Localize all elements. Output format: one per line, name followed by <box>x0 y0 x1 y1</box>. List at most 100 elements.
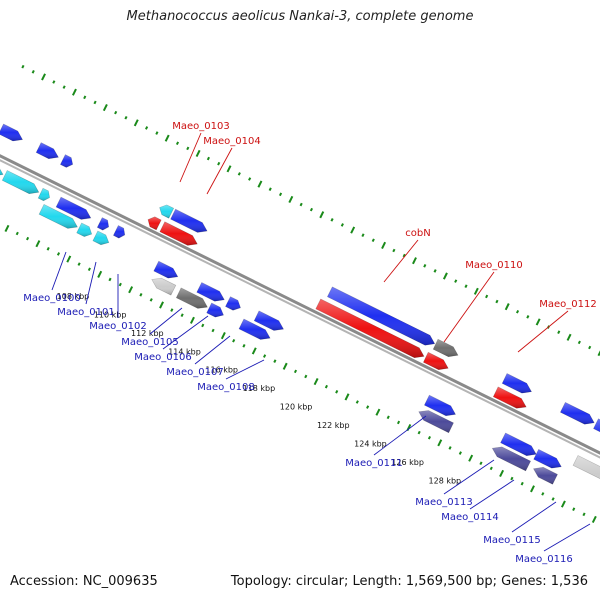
outer-ring-dot <box>464 284 468 289</box>
outer-ring-dot <box>526 315 530 319</box>
inner-ring-dot <box>26 236 30 241</box>
gene-label-leader <box>162 315 209 350</box>
gene-label[interactable]: cobN <box>405 228 430 239</box>
gene-arrow-shade <box>196 282 225 302</box>
gene-label[interactable]: Maeo_0101 <box>57 307 114 318</box>
scale-tick-label: 124 kbp <box>354 439 387 448</box>
scale-tick-label: 116 kbp <box>205 366 238 375</box>
gene-label-leader <box>206 147 233 195</box>
gene-label[interactable]: Maeo_0102 <box>89 321 146 332</box>
gene-label[interactable]: Maeo_0106 <box>134 352 191 363</box>
gene-label-leader <box>543 523 591 552</box>
inner-ring-dot <box>46 247 50 251</box>
outer-ring-dot <box>454 279 458 283</box>
inner-ring-dot <box>56 252 61 256</box>
gene-label[interactable]: Maeo_0111 <box>345 458 402 469</box>
outer-ring-dot <box>102 103 108 112</box>
map-title: Methanococcus aeolicus Nankai-3, complet… <box>126 9 474 24</box>
gene-label-leader <box>179 132 202 183</box>
outer-ring-dot <box>577 340 581 345</box>
gene-arrow-shade <box>151 278 176 296</box>
outer-ring-dot <box>566 333 572 341</box>
inner-ring-dot <box>335 389 339 394</box>
outer-ring-dot <box>237 172 241 176</box>
inner-ring-dot <box>77 262 81 266</box>
inner-ring-dot <box>128 286 134 294</box>
gene-label[interactable]: Maeo_0115 <box>483 535 540 546</box>
accession-text: Accession: NC_009635 <box>10 574 158 589</box>
outer-ring-dot <box>31 70 35 74</box>
outer-ring-dot <box>412 257 417 265</box>
gene-arrow-shade <box>225 296 241 311</box>
inner-ring-dot <box>489 466 493 471</box>
outer-ring-dot <box>340 223 344 227</box>
gene-arrow-shade <box>573 455 600 479</box>
scale-tick-label: 114 kbp <box>168 347 201 356</box>
outer-ring-dot <box>371 238 375 243</box>
inner-ring-dot <box>541 492 545 496</box>
outer-ring-dot <box>495 299 499 304</box>
gene-label[interactable]: Maeo_0110 <box>465 260 522 271</box>
outer-ring-dot <box>175 141 180 146</box>
outer-ring-dot <box>164 134 170 142</box>
outer-ring-dot <box>145 126 149 130</box>
inner-ring-dot <box>468 454 474 462</box>
gene-label[interactable]: Maeo_0113 <box>415 497 472 508</box>
inner-ring-dot <box>499 469 505 478</box>
backbone-line <box>0 154 600 455</box>
gene-arrow-shade <box>593 418 600 432</box>
gene-label[interactable]: Maeo_0100 <box>23 293 80 304</box>
backbone-line <box>0 159 600 459</box>
outer-ring-dot <box>114 110 118 115</box>
gene-label[interactable]: Maeo_0105 <box>121 337 178 348</box>
gene-label[interactable]: Maeo_0112 <box>539 299 596 310</box>
inner-ring-dot <box>273 359 277 363</box>
outer-ring-dot <box>535 318 541 326</box>
gene-arrow-shade <box>0 169 3 175</box>
inner-ring-dot <box>386 415 390 420</box>
outer-ring-dot <box>71 88 77 96</box>
inner-ring-dot <box>220 332 226 340</box>
inner-ring-dot <box>87 267 91 272</box>
inner-ring-dot <box>396 420 401 425</box>
inner-ring-dot <box>591 515 597 523</box>
outer-ring-dot <box>515 309 520 314</box>
gene-label[interactable]: Maeo_0116 <box>515 554 572 565</box>
outer-ring-dot <box>93 100 97 105</box>
gene-label-leader <box>225 359 265 380</box>
outer-ring-dot <box>350 226 356 234</box>
gene-label[interactable]: Maeo_0104 <box>203 136 260 147</box>
gene-label[interactable]: Maeo_0103 <box>172 121 229 132</box>
inner-ring-dot <box>551 497 555 501</box>
gene-arrow-shade <box>153 261 178 279</box>
gene-label[interactable]: Maeo_0108 <box>197 382 254 393</box>
inner-ring-dot <box>437 439 443 447</box>
gene-label[interactable]: Maeo_0107 <box>166 367 223 378</box>
gene-arrow-shade <box>533 467 558 485</box>
inner-ring-dot <box>366 405 370 409</box>
gene-label-leader <box>51 251 67 291</box>
scale-tick-label: 122 kbp <box>317 421 350 430</box>
gene-label-leader <box>85 261 97 305</box>
outer-ring-dot <box>557 330 561 334</box>
scale-tick-label: 112 kbp <box>131 329 164 338</box>
outer-ring-dot <box>288 195 294 204</box>
gene-label[interactable]: Maeo_0114 <box>441 512 498 523</box>
outer-ring-dot <box>361 233 365 237</box>
gene-arrow-shade <box>39 204 78 229</box>
inner-ring-dot <box>479 461 483 466</box>
inner-ring-dot <box>304 374 308 379</box>
outer-ring-dot <box>21 64 25 69</box>
gene-arrow-shade <box>176 287 208 309</box>
inner-ring-dot <box>170 308 174 312</box>
inner-ring-dot <box>66 255 72 263</box>
outer-ring-dot <box>83 95 87 100</box>
outer-ring-dot <box>588 345 592 350</box>
gene-arrow-shade <box>170 209 208 233</box>
inner-ring-dot <box>572 507 576 511</box>
genome-summary-text: Topology: circular; Length: 1,569,500 bp… <box>230 574 588 589</box>
scale-tick-label: 126 kbp <box>391 458 424 467</box>
gene-arrow-shade <box>492 446 531 471</box>
inner-ring-dot <box>375 408 381 416</box>
